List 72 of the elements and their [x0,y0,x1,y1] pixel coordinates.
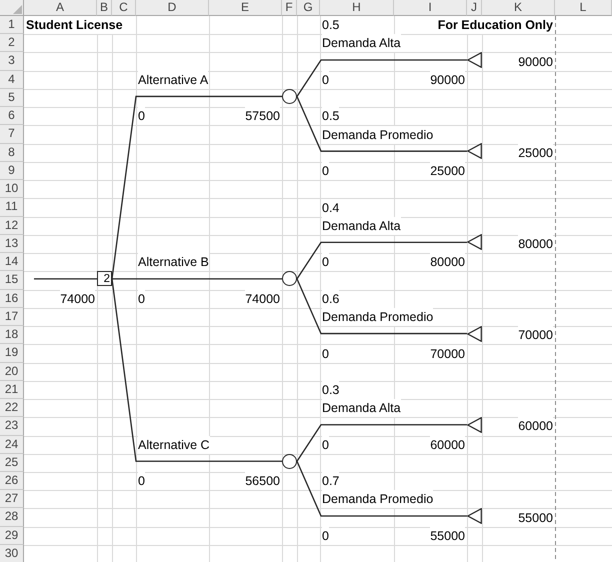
terminal-triangle [467,416,482,433]
branch-line [112,278,282,280]
row-number: 14 [0,253,24,272]
license-note: Student License [26,16,123,34]
terminal-triangle [467,326,482,342]
row-number: 5 [0,88,24,108]
row-number: 19 [0,344,24,363]
column-header: J [467,0,482,16]
column-header: F [282,0,297,16]
terminal-triangle [467,234,482,250]
row-number: 29 [0,526,24,545]
row-number: 18 [0,326,24,344]
row-number: 21 [0,380,24,400]
row-number: 11 [0,198,24,217]
terminal-triangle [467,143,482,160]
row-number: 15 [0,271,24,290]
row-number: 3 [0,52,24,71]
branch-line [296,242,467,280]
column-header: L [555,0,612,16]
branch-label: Demanda Alta [322,216,401,235]
row-number: 7 [0,125,24,144]
row-number: 2 [0,34,24,52]
chance-circle [282,271,297,286]
branch-line [296,96,467,152]
row-number: 12 [0,216,24,235]
column-header: E [209,0,282,16]
branch-line [111,278,282,462]
row-number: 4 [0,70,24,89]
row-number: 25 [0,454,24,472]
row-number: 22 [0,399,24,418]
column-header: A [24,0,97,16]
column-header: D [136,0,209,16]
row-number: 13 [0,234,24,254]
row-number: 28 [0,508,24,527]
row-number: 24 [0,436,24,454]
branch-label: Demanda Promedio [322,490,434,508]
column-header: C [112,0,136,16]
row-number: 16 [0,290,24,308]
branch-label: Demanda Promedio [322,308,434,326]
branch-line [34,278,97,280]
branch-line [296,278,467,334]
decision-square [97,271,112,286]
row-number: 8 [0,144,24,162]
branch-label: Demanda Alta [322,34,401,52]
branch-label: Demanda Alta [322,399,401,418]
row-number: 26 [0,472,24,490]
row-number: 20 [0,362,24,381]
chance-circle [282,88,297,104]
branch-label: Demanda Promedio [322,126,434,144]
row-number: 9 [0,162,24,180]
chance-circle [282,454,297,469]
terminal-triangle [467,52,482,68]
terminal-triangle [467,508,482,524]
column-header: I [394,0,467,16]
branch-label: Alternative C [138,436,210,454]
row-number: 23 [0,417,24,436]
column-header: K [482,0,555,16]
branch-line [296,461,467,517]
row-number: 30 [0,544,24,562]
row-number: 27 [0,490,24,508]
row-number: 6 [0,107,24,126]
license-note: For Education Only [438,16,553,34]
column-header: H [320,0,394,16]
row-number: 1 [0,16,24,34]
column-header: G [297,0,320,16]
row-number: 17 [0,308,24,326]
row-number: 10 [0,180,24,198]
branch-line [296,59,467,97]
node-number: 2 [104,273,110,286]
branch-line [111,96,282,279]
column-header: B [97,0,112,16]
branch-line [296,424,467,462]
